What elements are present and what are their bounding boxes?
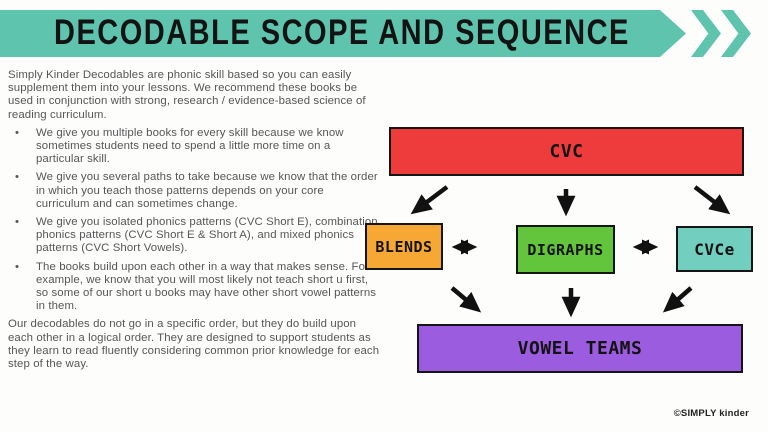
outro-paragraph: Our decodables do not go in a specific o…	[8, 318, 380, 371]
bullet-text: We give you several paths to take becaus…	[36, 171, 378, 210]
flowchart-node-vowel-teams: VOWEL TEAMS	[417, 324, 743, 373]
bullet-icon: •	[15, 216, 20, 229]
chevron-right-icon	[691, 10, 721, 57]
list-item: • We give you several paths to take beca…	[8, 171, 380, 211]
bullet-icon: •	[15, 171, 20, 184]
brand-credit: ©SIMPLY kinder	[673, 408, 749, 419]
flowchart-node-digraphs: DIGRAPHS	[516, 225, 615, 274]
body-text-column: Simply Kinder Decodables are phonic skil…	[8, 69, 380, 376]
flowchart-node-cvc: CVC	[389, 127, 744, 176]
bullet-icon: •	[15, 126, 20, 139]
flowchart-node-blends: BLENDS	[365, 223, 443, 270]
bullet-text: We give you multiple books for every ski…	[36, 126, 344, 166]
bullet-icon: •	[15, 260, 20, 273]
bullet-text: We give you isolated phonics patterns (C…	[36, 216, 378, 255]
list-item: • We give you multiple books for every s…	[8, 127, 380, 167]
intro-paragraph: Simply Kinder Decodables are phonic skil…	[8, 69, 366, 121]
list-item: • We give you isolated phonics patterns …	[8, 216, 380, 256]
page-title: DECODABLE SCOPE AND SEQUENCE	[54, 13, 630, 53]
header-banner: DECODABLE SCOPE AND SEQUENCE	[0, 10, 686, 57]
list-item: • The books build upon each other in a w…	[8, 261, 380, 314]
chevron-right-icon	[721, 10, 751, 57]
flowchart-node-cvce: CVCe	[676, 226, 753, 272]
bullet-text: The books build upon each other in a way…	[36, 260, 377, 313]
